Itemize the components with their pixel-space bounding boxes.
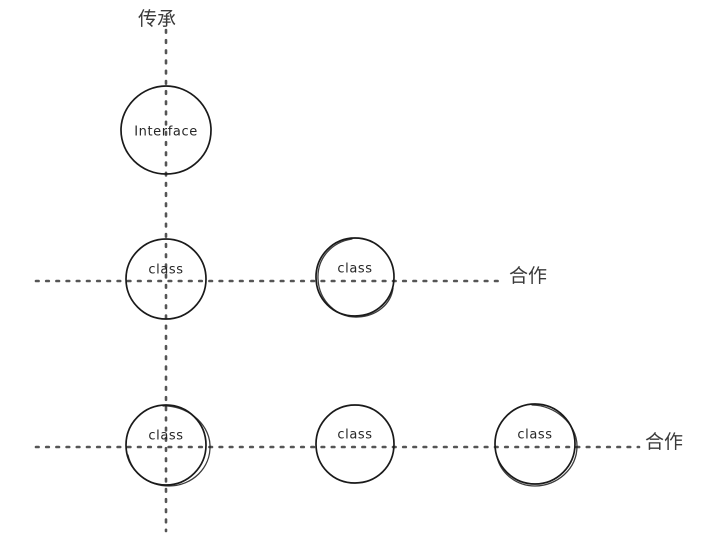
node-class-bottom-right-circle[interactable]: [494, 403, 576, 485]
node-class-bottom-right-circle-shadow: [496, 404, 578, 487]
node-class-bottom-center-label: class: [337, 427, 373, 443]
axis-lines: [34, 28, 641, 533]
node-class-middle-left-circle[interactable]: [125, 238, 207, 320]
axis-label-horizontal-bottom: 合作: [645, 431, 684, 453]
node-class-middle-center-circle-shadow: [317, 238, 394, 318]
node-class-bottom-center-circle[interactable]: [315, 404, 395, 484]
node-class-bottom-right-label: class: [517, 427, 553, 443]
node-class-bottom-left-circle-shadow: [127, 405, 211, 487]
node-class-bottom-left-circle[interactable]: [125, 404, 207, 486]
axis-label-vertical: 传承: [138, 8, 177, 30]
node-interface-circle[interactable]: [120, 85, 212, 175]
node-class-middle-left-label: class: [148, 262, 184, 278]
node-class-bottom-left-label: class: [148, 428, 184, 444]
node-class-middle-center-circle[interactable]: [315, 237, 395, 317]
axis-label-horizontal-middle: 合作: [509, 265, 548, 287]
node-circles: [120, 85, 578, 487]
node-class-middle-center-label: class: [337, 261, 373, 277]
node-interface-label: Interface: [134, 124, 198, 140]
